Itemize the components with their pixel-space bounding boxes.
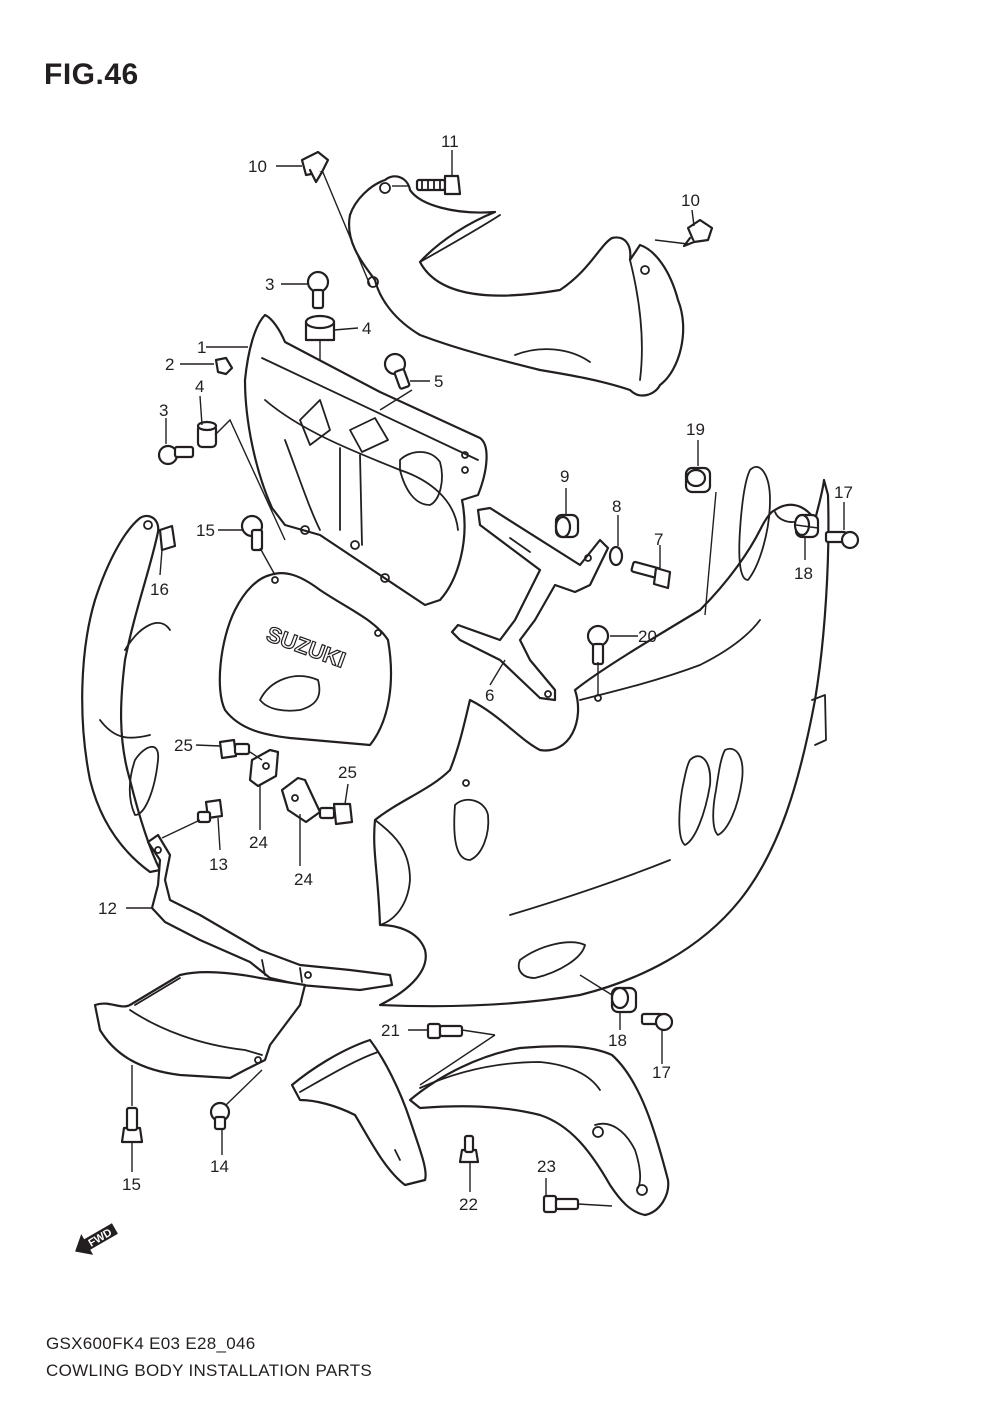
callout-4-upper: 4 [362,319,371,338]
callout-25-upper: 25 [174,736,193,755]
figure-code: GSX600FK4 E03 E28_046 [46,1334,256,1353]
bolt-25-lower [318,802,354,826]
screw-14-lower [209,1101,231,1131]
grommet-9 [554,513,580,539]
callout-4-left: 4 [195,377,204,396]
callout-11: 11 [441,132,459,151]
callout-9: 9 [560,467,569,486]
callout-20: 20 [638,627,657,646]
bolt-7 [630,560,672,590]
callout-12: 12 [98,899,117,918]
leader-lines [126,150,845,1207]
lower-under-cover [93,971,307,1080]
screw-5 [383,352,411,390]
screw-15-lower [120,1106,144,1144]
callout-21: 21 [381,1021,400,1040]
callout-1: 1 [197,338,206,357]
callout-10-left: 10 [248,157,267,176]
callout-3-upper: 3 [265,275,274,294]
figure-caption: COWLING BODY INSTALLATION PARTS [46,1361,373,1380]
lower-right-under-cover [408,1045,670,1217]
screw-10-left [300,150,330,184]
bolt-13 [196,798,224,824]
bolt-25-upper [218,738,251,760]
callout-15-upper: 15 [196,521,215,540]
callout-15-lower: 15 [122,1175,141,1194]
callout-16: 16 [150,580,169,599]
screw-21 [426,1022,464,1040]
figure-title: FIG.46 [44,58,139,91]
left-side-cowling [81,514,171,874]
callout-17-upper: 17 [834,483,853,502]
callout-22: 22 [459,1195,478,1214]
center-under-cover [290,1038,427,1187]
callout-8: 8 [612,497,621,516]
lower-bracket [146,833,394,992]
screw-15-upper [240,514,264,552]
callout-3-left: 3 [159,401,168,420]
cowling-brace [243,313,488,607]
suzuki-emblem-panel: SUZUKI [218,572,393,747]
bracket-24-right [280,776,322,824]
callout-14: 14 [210,1157,229,1176]
callout-13: 13 [209,855,228,874]
screw-3-left [157,444,195,466]
forward-arrow-icon: FWD [75,1223,118,1255]
callout-24-right: 24 [294,870,313,889]
bracket-24-left [248,748,280,788]
screw-23 [542,1194,580,1214]
screw-10-right [682,218,714,248]
clip-16 [158,524,177,552]
callout-18-upper: 18 [794,564,813,583]
callout-23: 23 [537,1157,556,1176]
callout-7: 7 [654,530,663,549]
callout-10-right: 10 [681,191,700,210]
cowling-bracket [450,506,610,702]
grommet-4-left [196,420,218,449]
right-side-cowling [373,466,830,1008]
screw-20 [586,624,610,666]
upper-inner-cover [347,175,685,397]
grommet-18-lower [610,986,638,1014]
callout-24-left: 24 [249,833,268,852]
rivet-22 [458,1134,480,1164]
fasteners [120,150,860,1214]
callout-18-lower: 18 [608,1031,627,1050]
grommet-4-upper [304,314,336,342]
screw-17-lower [640,1012,674,1032]
screw-17-upper [824,530,860,550]
callout-17-lower: 17 [652,1063,671,1082]
callout-6: 6 [485,686,494,705]
nut-2 [214,356,234,376]
bolt-11 [415,174,462,196]
callout-25-lower: 25 [338,763,357,782]
figure-footer: GSX600FK4 E03 E28_046 COWLING BODY INSTA… [46,1330,372,1384]
fwd-label: FWD [86,1227,114,1250]
callout-5: 5 [434,372,443,391]
callout-2: 2 [165,355,174,374]
screw-3-upper [306,270,330,310]
washer-8 [608,545,624,567]
grommet-19 [684,466,712,494]
callout-19: 19 [686,420,705,439]
callout-numbers: 10 11 10 3 4 1 2 5 4 3 19 9 17 8 15 7 18… [98,132,853,1214]
